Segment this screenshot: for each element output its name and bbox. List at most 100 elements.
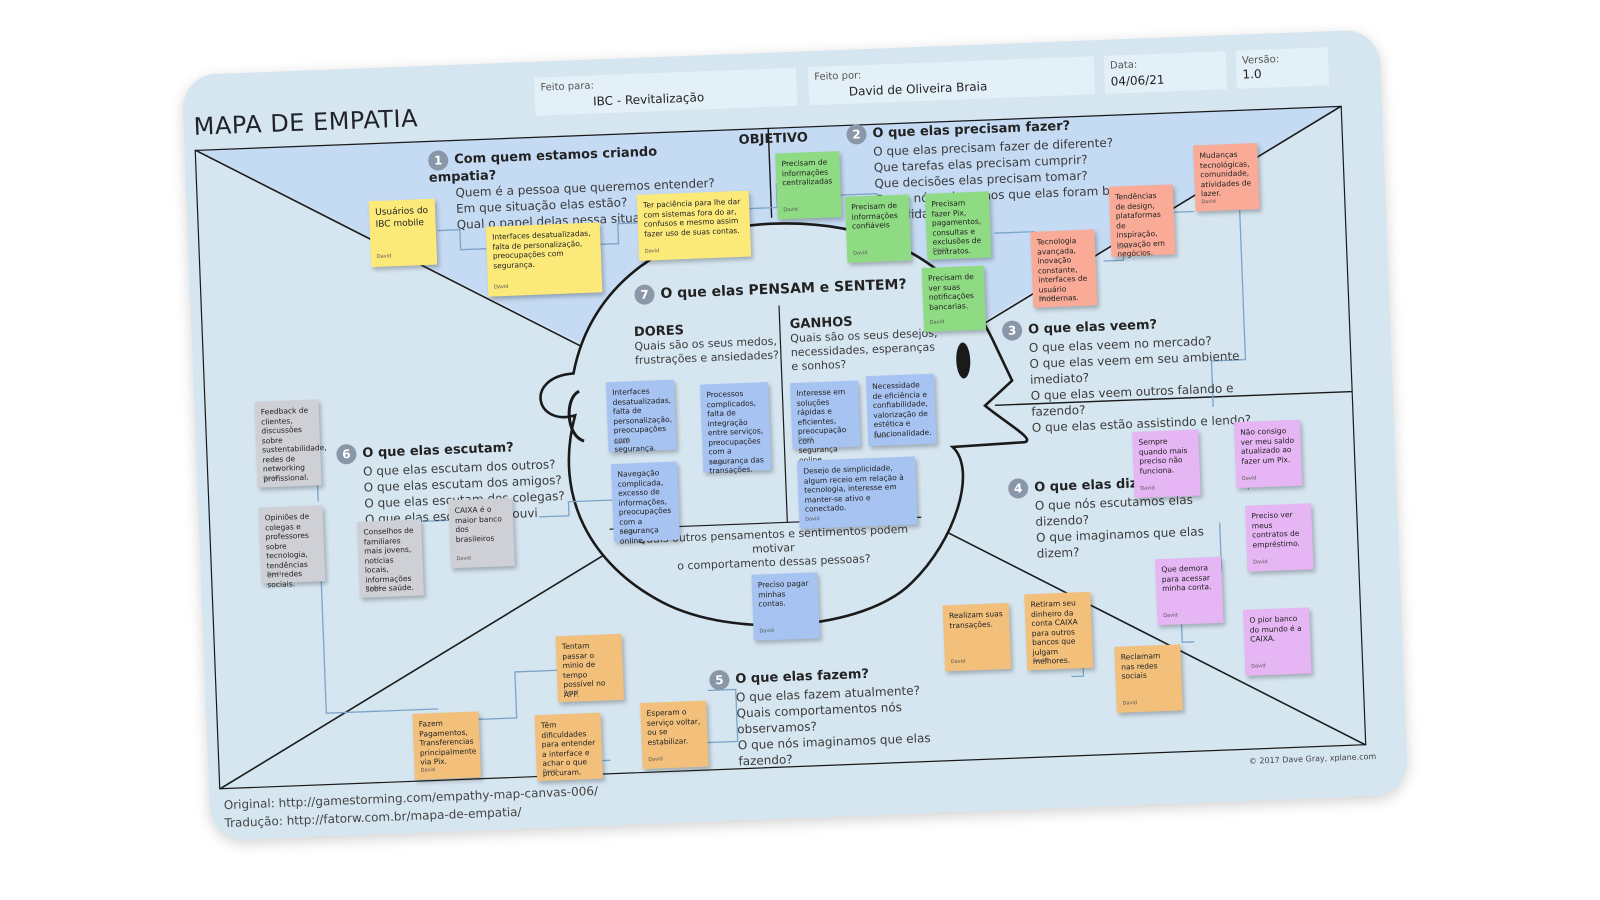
- sticky-note-author: David: [420, 766, 436, 774]
- center-divider: [778, 305, 788, 523]
- sticky-note-author: David: [1038, 294, 1054, 302]
- sticky-note[interactable]: Preciso pagar minhas contas. David: [751, 572, 820, 641]
- section-number-6: 6: [336, 443, 357, 465]
- sticky-note-author: David: [852, 249, 868, 257]
- sticky-note[interactable]: Interfaces desatualizadas, falta de pers…: [605, 379, 677, 454]
- sticky-note-author: David: [932, 246, 948, 254]
- sticky-note-text: Reclamam nas redes sociais: [1120, 651, 1161, 681]
- date-value: 04/06/21: [1110, 72, 1165, 89]
- sticky-note-text: Ter paciência para lhe dar com sistemas …: [642, 196, 741, 239]
- sticky-note-author: David: [929, 318, 945, 326]
- sticky-note[interactable]: Fazem Pagamentos, Transferencias princip…: [412, 711, 481, 780]
- sticky-note-text: Não consigo ver meu saldo atualizado ao …: [1240, 426, 1295, 466]
- original-credit[interactable]: Original: http://gamestorming.com/empath…: [223, 783, 599, 813]
- sticky-note[interactable]: Tendências de design, plataformas de ins…: [1108, 184, 1176, 258]
- sticky-note-author: David: [759, 627, 775, 635]
- sticky-note-text: Fazem Pagamentos, Transferencias princip…: [418, 718, 477, 767]
- sticky-note[interactable]: Conselhos de familiares mais jovens, not…: [357, 519, 424, 598]
- sticky-note-author: David: [1032, 656, 1048, 664]
- sticky-note-text: O pior banco do mundo é a CAIXA.: [1249, 613, 1302, 644]
- sticky-note-author: David: [1116, 243, 1132, 250]
- sticky-note[interactable]: Esperam o serviço voltar, ou se estabili…: [640, 700, 709, 770]
- objective-divider: [767, 127, 773, 218]
- sticky-note[interactable]: Preciso ver meus contratos de empréstimo…: [1245, 503, 1314, 572]
- sticky-note-text: Precisam de informações centralizadas: [781, 157, 833, 188]
- sticky-note[interactable]: Precisam de ver suas notificações bancar…: [921, 265, 987, 332]
- sticky-note[interactable]: Tecnologia avançada, inovação constante,…: [1030, 229, 1098, 308]
- sticky-note-author: David: [873, 432, 889, 440]
- sticky-note-text: Que demora para acessar minha conta.: [1161, 563, 1212, 594]
- sticky-note[interactable]: Retiram seu dinheiro da conta CAIXA para…: [1024, 591, 1094, 671]
- section-number-5: 5: [708, 669, 730, 691]
- gains-block: GANHOS Quais são os seus desejos, necess…: [789, 311, 941, 374]
- sticky-note[interactable]: Tentam passar o minio de tempo possível …: [555, 633, 625, 703]
- sticky-note-author: David: [493, 283, 509, 290]
- date-label: Data:: [1109, 59, 1138, 72]
- sticky-note[interactable]: O pior banco do mundo é a CAIXA. David: [1243, 607, 1312, 676]
- sticky-note-author: David: [563, 689, 579, 696]
- sticky-note-text: Interfaces desatualizadas, falta de pers…: [492, 228, 591, 270]
- sticky-note[interactable]: Que demora para acessar minha conta. Davi…: [1155, 556, 1224, 626]
- eye-icon: [956, 342, 971, 379]
- empathy-map-board: MAPA DE EMPATIA Feito para: IBC - Revita…: [181, 29, 1409, 841]
- date-field[interactable]: Data: 04/06/21: [1103, 51, 1228, 94]
- sticky-note-author: David: [1201, 198, 1216, 205]
- sticky-note-text: Precisam de ver suas notificações bancar…: [927, 272, 974, 312]
- sticky-note-author: David: [644, 247, 660, 255]
- sticky-note[interactable]: Desejo de simplicidade, algum receio em …: [796, 456, 918, 529]
- version-label: Versão:: [1241, 54, 1280, 67]
- sticky-note-author: David: [619, 528, 635, 536]
- sticky-note-author: David: [1241, 474, 1257, 482]
- sticky-note-author: David: [266, 570, 282, 577]
- made-for-field[interactable]: Feito para: IBC - Revitalização: [534, 67, 798, 116]
- sticky-note-author: David: [365, 584, 381, 592]
- pains-block: DORES Quais são os seus medos, frustraçõ…: [634, 319, 786, 368]
- sticky-note[interactable]: Feedback de clientes, discussões sobre s…: [254, 399, 327, 488]
- made-by-field[interactable]: Feito por: David de Oliveira Braia: [807, 56, 1096, 106]
- section-number-2: 2: [846, 124, 867, 145]
- sticky-note-author: David: [1140, 484, 1155, 492]
- section-title-3: O que elas veem?: [1027, 317, 1158, 338]
- version-field[interactable]: Versão: 1.0: [1235, 47, 1329, 89]
- sticky-note-text: Precisam de informações confiáveis: [851, 200, 898, 231]
- sticky-note[interactable]: Navegação complicada, excesso de informa…: [610, 461, 680, 545]
- sticky-note[interactable]: Interfaces desatualizadas, falta de pers…: [485, 222, 603, 297]
- sticky-note-author: David: [614, 438, 629, 446]
- sticky-note-text: Preciso pagar minhas contas.: [757, 578, 809, 609]
- sticky-note[interactable]: Ter paciência para lhe dar com sistemas …: [636, 190, 752, 261]
- sticky-note-text: Esperam o serviço voltar, ou se estabili…: [646, 707, 701, 747]
- sticky-note[interactable]: Necessidade de eficiência e confiabilida…: [865, 373, 937, 447]
- sticky-note-author: David: [648, 755, 663, 763]
- sticky-note-author: David: [1163, 611, 1178, 619]
- section-number-7: 7: [634, 284, 655, 306]
- sticky-note[interactable]: Processos complicados, falta de integraç…: [699, 381, 772, 475]
- sticky-note-author: David: [783, 206, 798, 213]
- made-by-label: Feito por:: [814, 70, 862, 83]
- made-for-value: IBC - Revitalização: [592, 90, 705, 109]
- section-number-3: 3: [1001, 320, 1023, 341]
- sticky-note[interactable]: Têm dificuldades para entender a interfa…: [534, 712, 604, 782]
- sticky-note-author: David: [1251, 662, 1266, 670]
- sticky-note-author: David: [1253, 558, 1268, 566]
- sticky-note[interactable]: Opiniões de colegas e professores sobre …: [258, 505, 326, 589]
- sticky-note[interactable]: Realizam suas transações.David: [942, 602, 1012, 672]
- version-value: 1.0: [1242, 66, 1262, 82]
- sticky-note[interactable]: Interesse em soluções rápidas e eficient…: [790, 380, 861, 464]
- sticky-note[interactable]: Precisam fazer Pix, pagamentos, consulta…: [924, 191, 992, 260]
- made-for-label: Feito para:: [540, 80, 595, 94]
- page-title: MAPA DE EMPATIA: [193, 104, 419, 141]
- sticky-note[interactable]: Mudanças tecnológicas, comunidade, ativi…: [1193, 143, 1260, 212]
- sticky-note-text: CAIXA é o maior banco dos brasileiros: [454, 504, 503, 544]
- sticky-note-author: David: [798, 435, 813, 443]
- sticky-note[interactable]: Não consigo ver meu saldo atualizado ao …: [1233, 419, 1303, 489]
- sticky-note[interactable]: Sempre quando mais preciso não funciona.…: [1132, 429, 1201, 499]
